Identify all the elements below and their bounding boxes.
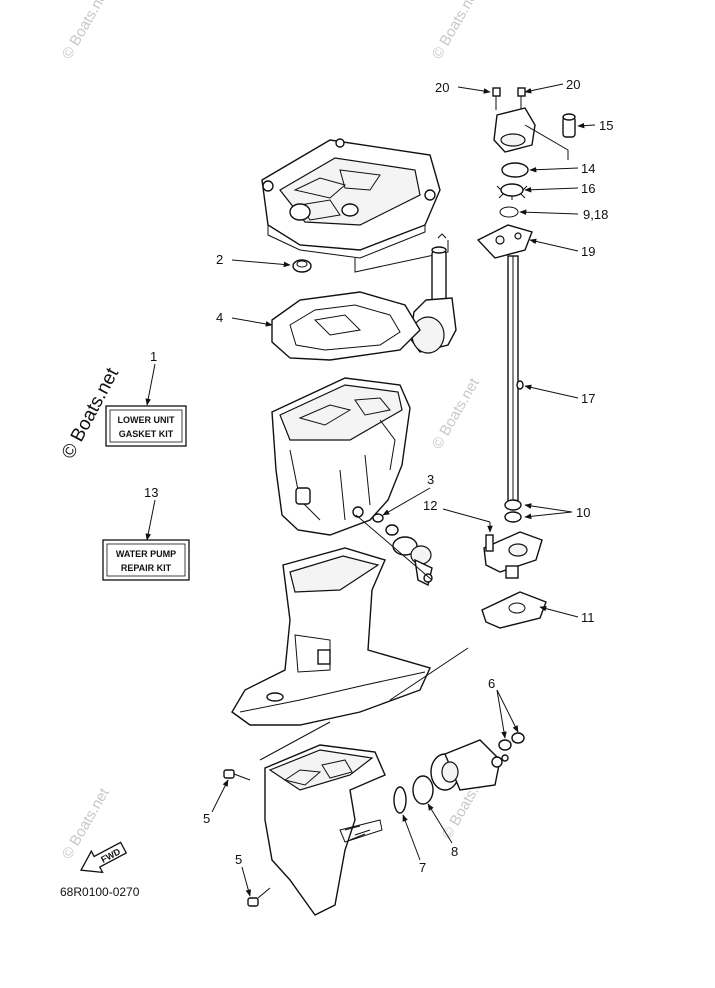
- lower-unit-kit-line1: LOWER UNIT: [118, 415, 175, 425]
- part-15-sleeve: [562, 113, 576, 138]
- callout-8: 8: [451, 844, 458, 859]
- part-17-drive-shaft: [507, 255, 524, 502]
- part-19-outer-plate: [476, 224, 533, 259]
- callouts: 20 20 15 14 16 9,18 19 17 10 12 11 2 4 3…: [144, 77, 613, 875]
- shift-rod-assembly: [409, 246, 457, 354]
- callout-20-right: 20: [566, 77, 580, 92]
- callout-9-18: 9,18: [583, 207, 608, 222]
- diagram-code: 68R0100-0270: [60, 885, 140, 899]
- water-pump-kit-line2: REPAIR KIT: [121, 563, 172, 573]
- callout-16: 16: [581, 181, 595, 196]
- callout-1: 1: [150, 349, 157, 364]
- watermark-1: © Boats.net: [59, 0, 113, 62]
- watermark-3: © Boats.net: [429, 375, 483, 452]
- pump-base: [483, 531, 543, 579]
- water-pump-repair-kit-box: WATER PUMP REPAIR KIT: [102, 539, 190, 581]
- part-4-gasket: [271, 291, 421, 361]
- fwd-arrow-icon: FWD: [80, 841, 128, 874]
- pump-housing: [493, 107, 569, 160]
- callout-7: 7: [419, 860, 426, 875]
- callout-19: 19: [581, 244, 595, 259]
- callout-17: 17: [581, 391, 595, 406]
- part-11-gasket: [481, 591, 547, 629]
- leader-lines: [145, 83, 596, 897]
- callout-20-left: 20: [435, 80, 449, 95]
- part-20-bolts: [492, 87, 526, 110]
- water-pump-kit-line1: WATER PUMP: [116, 549, 176, 559]
- callout-12: 12: [423, 498, 437, 513]
- callout-14: 14: [581, 161, 595, 176]
- part-7-o-ring: [393, 786, 407, 814]
- callout-4: 4: [216, 310, 223, 325]
- lower-unit-kit-line2: GASKET KIT: [119, 429, 174, 439]
- part-3-grommet: [372, 513, 399, 536]
- callout-5-lower: 5: [235, 852, 242, 867]
- gearcase: [264, 744, 386, 916]
- propeller-shaft-housing: [430, 739, 509, 791]
- water-inlet-parts: [392, 536, 433, 587]
- part-9-18-o-ring: [499, 206, 519, 218]
- callout-13: 13: [144, 485, 158, 500]
- callout-3: 3: [427, 472, 434, 487]
- part-10-seals: [504, 499, 522, 523]
- callout-2: 2: [216, 252, 223, 267]
- part-2-seal: [292, 259, 312, 273]
- drive-shaft-housing: [231, 547, 431, 726]
- upper-casing-body: [271, 377, 411, 536]
- watermark-2: © Boats.net: [429, 0, 483, 62]
- part-5-bolt-lower: [247, 887, 271, 907]
- part-8-o-ring: [412, 775, 434, 805]
- callout-6: 6: [488, 676, 495, 691]
- part-16-impeller: [496, 183, 528, 200]
- upper-casing-top: [261, 138, 441, 259]
- callout-10: 10: [576, 505, 590, 520]
- callout-5-upper: 5: [203, 811, 210, 826]
- part-5-bolt-upper: [223, 769, 251, 781]
- part-14-insert: [501, 162, 529, 178]
- callout-15: 15: [599, 118, 613, 133]
- lower-unit-gasket-kit-box: LOWER UNIT GASKET KIT: [105, 405, 187, 447]
- callout-11: 11: [581, 610, 595, 625]
- part-6-nuts: [498, 732, 525, 751]
